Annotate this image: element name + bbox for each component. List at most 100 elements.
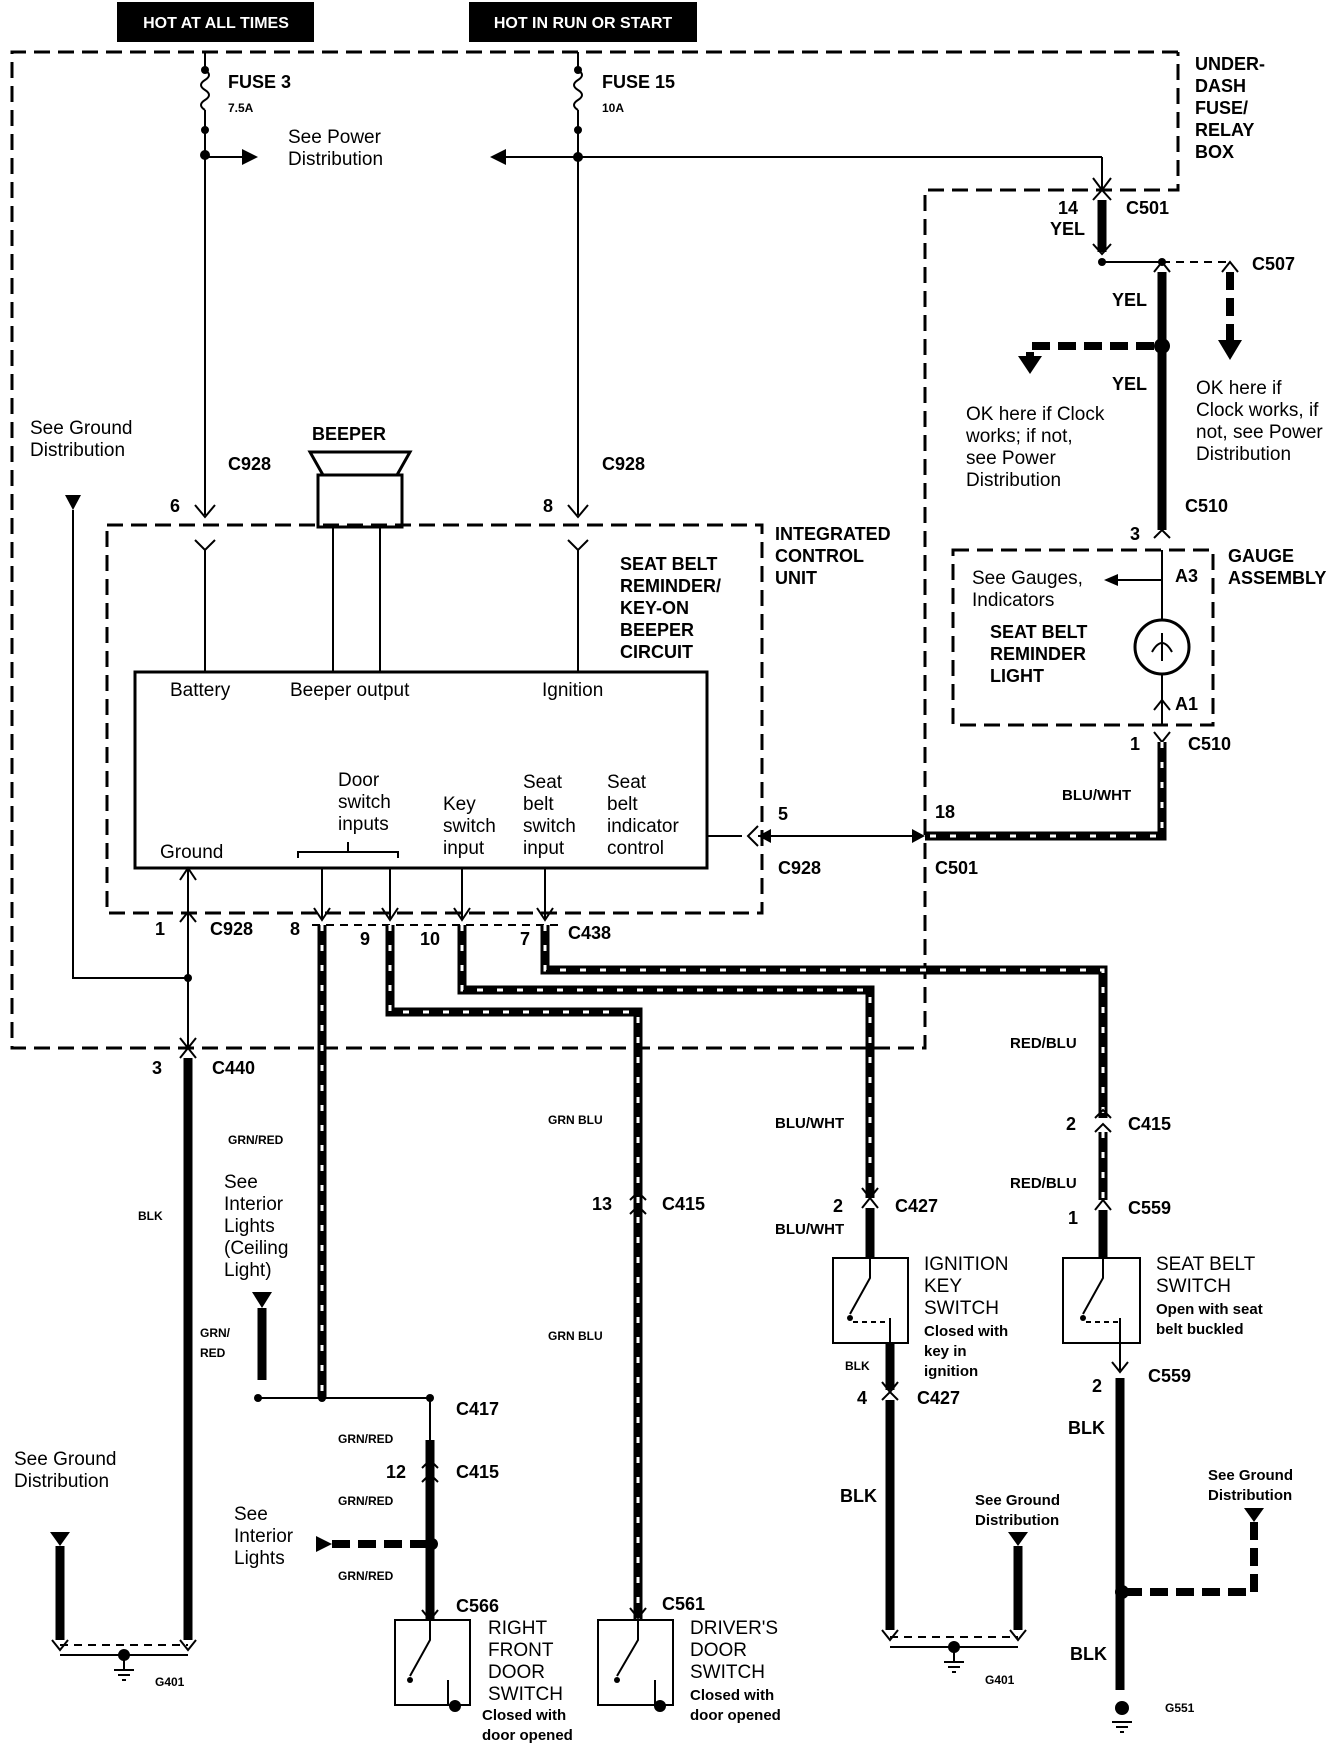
icu-pin18-label: 18 bbox=[935, 802, 955, 822]
icu-pin7-label: 7 bbox=[520, 929, 530, 949]
lower-see-int-l5-label: Light) bbox=[224, 1260, 272, 1281]
lower-see-int-l1-label: See bbox=[224, 1172, 258, 1193]
lower-rfd-l5-label: Closed with bbox=[482, 1707, 566, 1724]
yellow-c507-label: C507 bbox=[1252, 254, 1295, 274]
yellow-yel3-label: YEL bbox=[1112, 374, 1147, 394]
lower-rfd-l6-label: door opened bbox=[482, 1727, 573, 1744]
icu-circuit-l2-label: REMINDER/ bbox=[620, 576, 721, 596]
lower-see-int2-l3-label: Lights bbox=[234, 1548, 285, 1569]
lower-grn-red3-label: GRN/RED bbox=[338, 1494, 394, 1508]
icu-c928-mid-label: C928 bbox=[778, 858, 821, 878]
icu-sbs-l4-label: input bbox=[523, 838, 565, 859]
gauge-light-l2-label: REMINDER bbox=[990, 644, 1086, 664]
lower-see-int2-l2-label: Interior bbox=[234, 1526, 294, 1547]
ground-dist-l1-label: See Ground bbox=[30, 418, 132, 439]
lower-g401-left-label: G401 bbox=[155, 1675, 185, 1689]
lower-see-int2-l1-label: See bbox=[234, 1504, 268, 1525]
lower-rfd-l3-label: DOOR bbox=[488, 1662, 545, 1683]
lower-grn-red4-label: GRN/RED bbox=[338, 1569, 394, 1583]
ground-ref-icon bbox=[252, 1292, 272, 1308]
lower-red-blu2-label: RED/BLU bbox=[1010, 1175, 1077, 1192]
seat-belt-switch-icon bbox=[1062, 1257, 1141, 1344]
lower-gd-left-l2-label: Distribution bbox=[14, 1471, 109, 1492]
lower-gd-right-l1-label: See Ground bbox=[1208, 1467, 1293, 1484]
icu-c501-bottom-label: C501 bbox=[935, 858, 978, 878]
lower-dd-l3-label: SWITCH bbox=[690, 1662, 765, 1683]
lower-pin2c-label: 2 bbox=[1092, 1376, 1102, 1396]
lower-see-int-l2-label: Interior bbox=[224, 1194, 284, 1215]
icu-circuit-l3-label: KEY-ON bbox=[620, 598, 689, 618]
lower-c427b-label: C427 bbox=[917, 1388, 960, 1408]
fuses-fusebox-l5-label: BOX bbox=[1195, 142, 1234, 162]
ground-symbol-icon bbox=[944, 1647, 964, 1673]
lower-ign-l1-label: IGNITION bbox=[924, 1254, 1008, 1275]
arrow-left-icon bbox=[1104, 574, 1118, 586]
yellow-ok-right-l4-label: Distribution bbox=[1196, 444, 1291, 465]
icu-beeper-output-label: Beeper output bbox=[290, 680, 410, 701]
beeper-c928-right-label: C928 bbox=[602, 454, 645, 474]
icu-ignition-label: Ignition bbox=[542, 680, 603, 701]
gauge-a3-label: A3 bbox=[1175, 566, 1198, 586]
gauge-c510-bottom-label: C510 bbox=[1188, 734, 1231, 754]
yellow-c501-label: C501 bbox=[1126, 198, 1169, 218]
lower-pin2b-label: 2 bbox=[1066, 1114, 1076, 1134]
right-front-door-switch-icon bbox=[394, 1619, 471, 1706]
lower-ign-l3-label: SWITCH bbox=[924, 1298, 999, 1319]
icu-pin1-label: 1 bbox=[155, 919, 165, 939]
arrow-down-icon bbox=[1218, 340, 1242, 360]
lower-pin1b-label: 1 bbox=[1068, 1208, 1078, 1228]
yellow-ok-left-l2-label: works; if not, bbox=[965, 426, 1073, 447]
yellow-c510-top-label: C510 bbox=[1185, 496, 1228, 516]
lower-pin3-label: 3 bbox=[152, 1058, 162, 1078]
arrow-left-icon bbox=[490, 149, 506, 165]
icu-title-l2-label: CONTROL bbox=[775, 546, 864, 566]
yellow-yel1-label: YEL bbox=[1050, 219, 1085, 239]
headers-hot-in-run-label: HOT IN RUN OR START bbox=[494, 15, 673, 32]
arrow-right-icon bbox=[242, 149, 258, 165]
lower-blk-label: BLK bbox=[138, 1209, 163, 1223]
beeper-icon bbox=[307, 450, 413, 672]
beeper-pin8-label: 8 bbox=[543, 496, 553, 516]
fuses-fusebox-l4-label: RELAY bbox=[1195, 120, 1254, 140]
icu-sbi-l3-label: indicator bbox=[607, 816, 679, 837]
lower-c417-label: C417 bbox=[456, 1399, 499, 1419]
yellow-pin3-label: 3 bbox=[1130, 524, 1140, 544]
lower-sbs-l2-label: SWITCH bbox=[1156, 1276, 1231, 1297]
input-arrows bbox=[179, 866, 554, 1048]
lower-red-blu1-label: RED/BLU bbox=[1010, 1035, 1077, 1052]
ground-ref-icon bbox=[1008, 1532, 1028, 1546]
icu-ground-label: Ground bbox=[160, 842, 223, 863]
icu-circuit-l1-label: SEAT BELT bbox=[620, 554, 717, 574]
lower-pin13-label: 13 bbox=[592, 1194, 612, 1214]
integrated-control-unit bbox=[105, 523, 764, 915]
drivers-door-switch-icon bbox=[597, 1619, 674, 1706]
ground-dist-l2-label: Distribution bbox=[30, 440, 125, 461]
lower-blk5-label: BLK bbox=[1070, 1644, 1107, 1664]
icu-circuit-l5-label: CIRCUIT bbox=[620, 642, 693, 662]
gauge-see-l2-label: Indicators bbox=[972, 590, 1054, 611]
lower-gd-mid-l1-label: See Ground bbox=[975, 1492, 1060, 1509]
icu-key-l3-label: input bbox=[443, 838, 485, 859]
icu-sbs-l1-label: Seat bbox=[523, 772, 563, 793]
header-hot-at-all-times bbox=[117, 2, 314, 42]
beeper-pin6-label: 6 bbox=[170, 496, 180, 516]
lower-c559b-label: C559 bbox=[1148, 1366, 1191, 1386]
lower-dd-l5-label: door opened bbox=[690, 1707, 781, 1724]
icu-key-l2-label: switch bbox=[443, 816, 496, 837]
lower-rfd-l1-label: RIGHT bbox=[488, 1618, 548, 1639]
arrow-down-icon bbox=[1018, 356, 1042, 374]
lower-grn-blu1-label: GRN BLU bbox=[548, 1113, 603, 1127]
lower-c415a-label: C415 bbox=[456, 1462, 499, 1482]
gauge-light-l1-label: SEAT BELT bbox=[990, 622, 1087, 642]
icu-sbs-l3-label: switch bbox=[523, 816, 576, 837]
lower-rfd-l2-label: FRONT bbox=[488, 1640, 554, 1661]
fuses-fusebox-l1-label: UNDER- bbox=[1195, 54, 1265, 74]
headers-hot-at-all-times-label: HOT AT ALL TIMES bbox=[143, 15, 289, 32]
icu-sbi-l4-label: control bbox=[607, 838, 664, 859]
icu-battery-label: Battery bbox=[170, 680, 231, 701]
lower-grn-red-label: GRN/RED bbox=[228, 1133, 284, 1147]
lower-grn-red2-label: GRN/RED bbox=[338, 1432, 394, 1446]
icu-door-l3-label: inputs bbox=[338, 814, 389, 835]
lower-blu-wht1-label: BLU/WHT bbox=[775, 1115, 844, 1132]
